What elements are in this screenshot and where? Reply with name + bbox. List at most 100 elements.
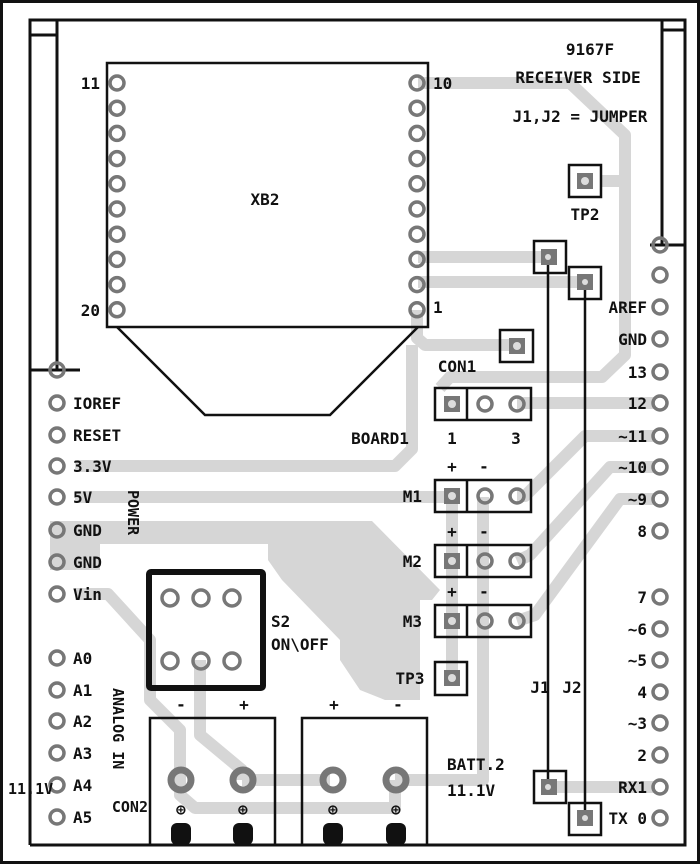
con2-plus: + bbox=[239, 695, 249, 714]
motor-connector-m2: M2+- bbox=[403, 522, 533, 579]
left-header-pin-label: A0 bbox=[73, 649, 92, 668]
xbee-pin-hole bbox=[108, 275, 126, 294]
motor-label: M3 bbox=[403, 612, 422, 631]
con1-label: CON1 bbox=[438, 357, 477, 376]
power-label: POWER bbox=[124, 490, 142, 536]
board-subtitle: RECEIVER SIDE bbox=[515, 68, 640, 87]
xbee-pin-hole bbox=[408, 124, 426, 143]
batt-minus: - bbox=[393, 695, 403, 714]
header-pin-hole bbox=[48, 553, 66, 571]
j1-label: J1 bbox=[530, 678, 549, 697]
xbee-pin-11-label: 11 bbox=[81, 74, 100, 93]
motor-plus: + bbox=[447, 522, 457, 541]
motor-minus: - bbox=[479, 582, 489, 601]
con2-label: CON2 bbox=[112, 798, 148, 816]
left-header-pin-label: A4 bbox=[73, 776, 92, 795]
xbee-pin-20-label: 20 bbox=[81, 301, 100, 320]
xbee-pin-hole bbox=[108, 200, 126, 218]
xbee-pin-hole bbox=[108, 301, 126, 319]
xbee-pin-1-label: 1 bbox=[433, 298, 443, 317]
right-header-pin-label: AREF bbox=[608, 298, 647, 317]
left-header-pin-label: A2 bbox=[73, 712, 92, 731]
header-pin-hole bbox=[651, 298, 669, 316]
board1-label: BOARD1 bbox=[351, 429, 409, 448]
motor-plus: + bbox=[447, 457, 457, 476]
xbee-module: XB2 11 20 10 1 bbox=[81, 61, 452, 417]
right-header-pin-label: 13 bbox=[628, 363, 647, 382]
header-pin-hole bbox=[651, 746, 669, 764]
con1-pin1-label: 1 bbox=[447, 429, 457, 448]
header-pin-hole bbox=[651, 394, 669, 412]
motor-connector-m3: M3 + - bbox=[403, 582, 533, 639]
xbee-label: XB2 bbox=[251, 190, 280, 209]
right-header-pin-label: ~9 bbox=[628, 490, 647, 509]
left-header-pin-label: IOREF bbox=[73, 394, 121, 413]
right-header-pin-label: 12 bbox=[628, 394, 647, 413]
xbee-pin-hole bbox=[408, 301, 426, 319]
xbee-pin-hole bbox=[408, 225, 426, 243]
right-header-pin-label: ~3 bbox=[628, 714, 647, 733]
header-pin-hole bbox=[48, 681, 66, 699]
header-pin-hole bbox=[48, 426, 66, 444]
svg-text:TP3: TP3 bbox=[396, 669, 425, 688]
header-pin-hole bbox=[651, 620, 669, 638]
xbee-pin-hole bbox=[408, 200, 426, 218]
header-pin-hole bbox=[651, 651, 669, 669]
con2-voltage: 11.1V bbox=[8, 780, 53, 798]
right-header-pin-label: ~6 bbox=[628, 620, 647, 639]
con2-minus: - bbox=[176, 695, 186, 714]
header-pin-hole bbox=[651, 427, 669, 445]
left-header-pin-label: A1 bbox=[73, 681, 92, 700]
analog-in-label: ANALOG IN bbox=[109, 688, 127, 769]
xbee-pin-hole bbox=[108, 74, 126, 92]
header-pin-hole bbox=[48, 649, 66, 667]
header-pin-hole bbox=[651, 522, 669, 540]
xbee-pin-hole bbox=[108, 124, 126, 143]
right-header-pin-label: ~5 bbox=[628, 651, 647, 670]
right-header-pin-label: RX1 bbox=[618, 778, 647, 797]
xbee-pin-hole bbox=[408, 99, 426, 117]
board-title: 9167F bbox=[566, 40, 614, 59]
header-pin-hole bbox=[651, 683, 669, 701]
header-pin-hole bbox=[651, 714, 669, 732]
xbee-pin-hole bbox=[408, 175, 426, 193]
xbee-pin-hole bbox=[108, 149, 126, 168]
switch-label: ON\OFF bbox=[271, 635, 329, 654]
header-pin-hole bbox=[48, 808, 66, 826]
svg-text:⊕: ⊕ bbox=[391, 800, 401, 819]
right-header-pin-label: ~11 bbox=[618, 427, 647, 446]
con2-terminal: ⊕ ⊕ - + CON2 11.1V bbox=[8, 695, 277, 845]
right-header-pin-label: 2 bbox=[637, 746, 647, 765]
left-header-pin-label: Vin bbox=[73, 585, 102, 604]
left-header-pin-label: RESET bbox=[73, 426, 121, 445]
left-header-pin-label: GND bbox=[73, 553, 102, 572]
header-pin-hole bbox=[651, 458, 669, 476]
con1-connector: CON1 BOARD1 1 3 bbox=[351, 328, 535, 448]
motor-plus: + bbox=[447, 582, 457, 601]
battery-terminal: ⊕ ⊕ + - BATT.2 11.1V bbox=[300, 695, 505, 845]
motor-label: M1 bbox=[403, 487, 422, 506]
xbee-pin-10-label: 10 bbox=[433, 74, 452, 93]
svg-text:⊕: ⊕ bbox=[176, 800, 186, 819]
header-pin-hole bbox=[48, 712, 66, 730]
batt-plus: + bbox=[329, 695, 339, 714]
batt-voltage: 11.1V bbox=[447, 781, 496, 800]
header-pin-hole bbox=[48, 457, 66, 475]
xbee-pin-hole bbox=[108, 99, 126, 117]
motor-minus: - bbox=[479, 522, 489, 541]
svg-text:⊕: ⊕ bbox=[238, 800, 248, 819]
batt-label: BATT.2 bbox=[447, 755, 505, 774]
board-outline bbox=[28, 18, 687, 847]
xbee-pin-hole bbox=[408, 275, 426, 294]
right-header-pin-label: TX 0 bbox=[608, 809, 647, 828]
header-pin-hole bbox=[48, 585, 66, 603]
header-pin-hole bbox=[48, 488, 66, 506]
right-header-pin-label: ~10 bbox=[618, 458, 647, 477]
right-header-pin-label: 8 bbox=[637, 522, 647, 541]
motor-connectors: M1+-M2+-M3+- bbox=[403, 457, 533, 639]
test-point-tp3: TP3 bbox=[396, 660, 469, 697]
